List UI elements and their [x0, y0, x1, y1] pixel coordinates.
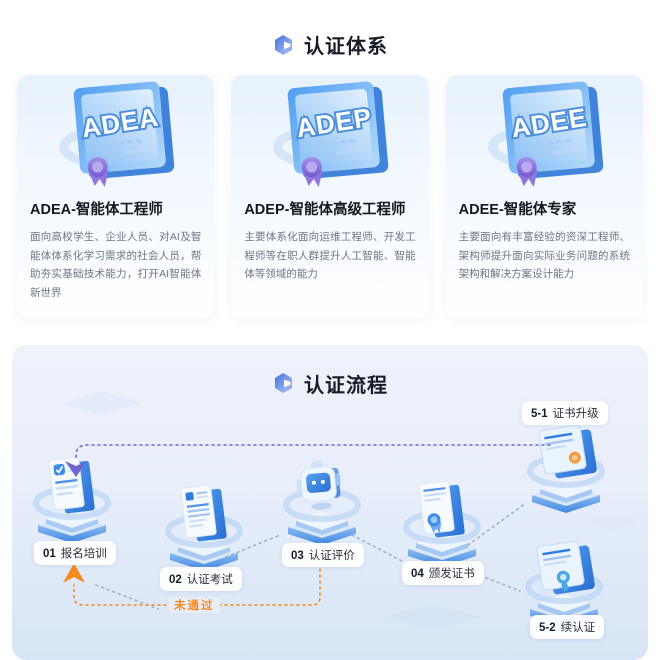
- flow-step-5-1-label: 5-1 证书升级: [522, 400, 608, 425]
- step-number: 04: [411, 567, 424, 580]
- fail-arrow-up-icon: [63, 562, 85, 583]
- flow-step-5-2-icon: [518, 535, 610, 631]
- card-body: ADEE-智能体专家 主要面向有丰富经验的资深工程师、架构师提升面向实际业务问题…: [446, 193, 643, 300]
- step-number: 01: [43, 547, 56, 560]
- flow-step-02-label: 02 认证考试: [160, 566, 242, 591]
- step-number: 5-1: [531, 407, 548, 420]
- step-label-text: 认证考试: [186, 573, 233, 586]
- cert-card-description: 主要体系化面向运维工程师、开发工程师等在职人群提升人工智能、智能体等领域的能力: [244, 231, 416, 281]
- cert-card-adea: ADEA ADEA-智能体工程师 面向高校学生、企业人员、对AI及智能体体系化学…: [17, 75, 215, 319]
- step-number: 03: [291, 549, 304, 562]
- fail-loop-left: [73, 583, 167, 606]
- flow-step-01-icon: [26, 451, 118, 547]
- cert-card-adee: ADEE ADEE-智能体专家 主要面向有丰富经验的资深工程师、架构师提升面向实…: [445, 75, 643, 319]
- ai-robot-icon: [283, 460, 361, 545]
- cert-card-description: 主要面向有丰富经验的资深工程师、架构师提升面向实际业务问题的系统架构和解决方案设…: [458, 231, 630, 281]
- cert-card-title: ADEP-智能体高级工程师: [244, 202, 406, 218]
- certificate-upgrade-icon: [527, 424, 605, 513]
- section-cert-process: 认证流程: [12, 344, 648, 660]
- cert-system-title: 认证体系: [304, 36, 388, 58]
- flow-step-5-1-icon: [520, 421, 612, 517]
- cert-cards-row: ADEA ADEA-智能体工程师 面向高校学生、企业人员、对AI及智能体体系化学…: [17, 75, 643, 319]
- card-body: ADEA-智能体工程师 面向高校学生、企业人员、对AI及智能体体系化学习需求的社…: [17, 193, 214, 319]
- step-number: 5-2: [539, 621, 556, 634]
- cert-card-title: ADEA-智能体工程师: [30, 202, 163, 218]
- flow-canvas: 01 报名培训 02 认证考试 03 认证评价 04 颁发证书 5-1 证书升级…: [12, 345, 648, 660]
- exam-paper-icon: [165, 484, 243, 571]
- cert-card-adep: ADEP ADEP-智能体高级工程师 主要体系化面向运维工程师、开发工程师等在职…: [231, 75, 429, 319]
- step-label-text: 认证评价: [308, 549, 355, 562]
- cert-card-title: ADEE-智能体专家: [458, 202, 577, 218]
- step-label-text: 颁发证书: [428, 567, 475, 580]
- certificate-illustration-adep: ADEP: [273, 81, 389, 187]
- fail-label: 未通过: [169, 596, 220, 613]
- gem-icon: [275, 34, 292, 55]
- certificate-illustration-adea: ADEA: [59, 81, 175, 187]
- flow-step-03-icon: [276, 453, 368, 549]
- step-label-text: 续认证: [560, 621, 596, 634]
- flow-step-04-icon: [396, 475, 488, 571]
- connector-01-02: [95, 583, 159, 610]
- gem-icon: [275, 373, 292, 394]
- certificate-issue-icon: [403, 480, 481, 567]
- panel-background-decor: [62, 390, 640, 631]
- flow-step-02-icon: [158, 479, 250, 575]
- signup-document-icon: [33, 456, 111, 543]
- medal-ribbon-icon: [301, 157, 323, 187]
- cert-process-title: 认证流程: [304, 374, 388, 397]
- flow-step-01-label: 01 报名培训: [34, 540, 116, 565]
- certificate-illustration-adee: ADEE: [487, 81, 603, 187]
- cert-system-header: 认证体系: [0, 0, 660, 59]
- cert-process-header: 认证流程: [12, 369, 648, 398]
- flow-step-5-2-label: 5-2 续认证: [530, 614, 605, 639]
- flow-step-03-label: 03 认证评价: [282, 542, 364, 567]
- medal-ribbon-icon: [516, 157, 538, 187]
- step-label-text: 证书升级: [552, 407, 599, 420]
- cert-card-description: 面向高校学生、企业人员、对AI及智能体体系化学习需求的社会人员，帮助夯实基础技术…: [30, 231, 202, 300]
- card-body: ADEP-智能体高级工程师 主要体系化面向运维工程师、开发工程师等在职人群提升人…: [231, 193, 428, 300]
- flow-step-04-label: 04 颁发证书: [402, 560, 484, 585]
- medal-ribbon-icon: [87, 157, 109, 187]
- renew-certification-icon: [525, 540, 603, 627]
- step-label-text: 报名培训: [60, 547, 107, 560]
- section-cert-system: 认证体系 ADEA: [0, 0, 660, 319]
- step-number: 02: [169, 573, 182, 586]
